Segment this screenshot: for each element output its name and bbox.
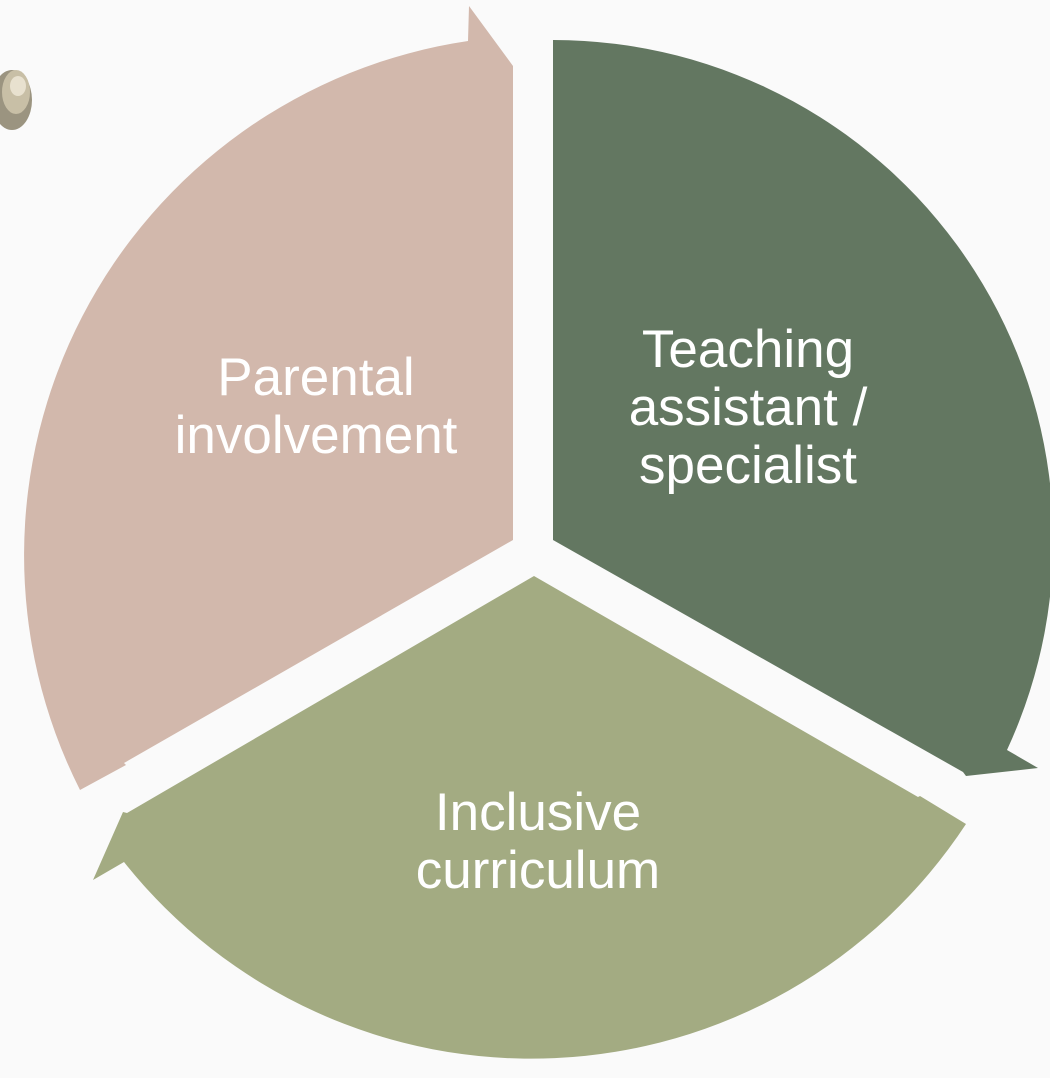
segment-parental-label-line: Parental: [217, 348, 414, 407]
segment-curriculum-label-line: curriculum: [416, 841, 660, 900]
segment-teaching-label-line: specialist: [639, 436, 857, 495]
pebble-icon: [0, 70, 32, 130]
segment-curriculum-label-line: Inclusive: [435, 783, 641, 842]
segment-teaching-label-line: assistant /: [629, 378, 868, 437]
segment-teaching-shape: [553, 40, 1050, 776]
segment-parental-label-line: involvement: [175, 406, 458, 465]
segment-parental-shape: [24, 6, 513, 790]
segment-curriculum-shape: [93, 576, 966, 1059]
segment-teaching-label-line: Teaching: [642, 320, 854, 379]
